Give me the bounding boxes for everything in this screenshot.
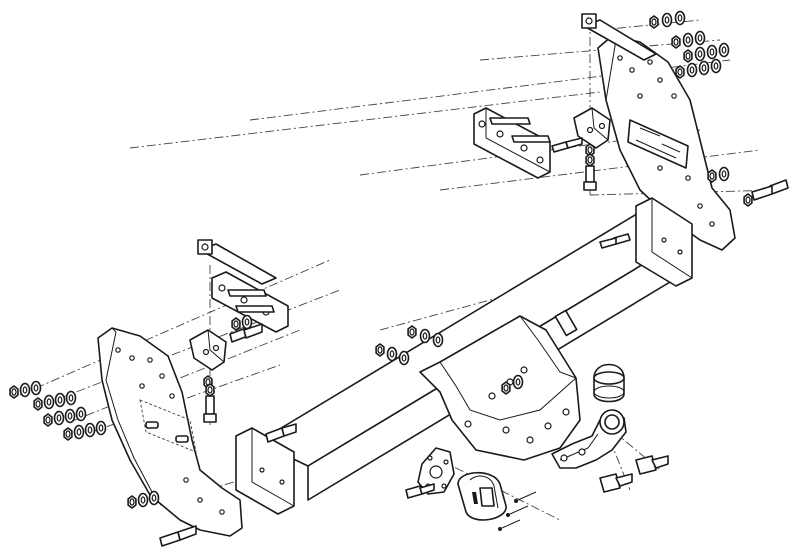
washer	[419, 328, 431, 344]
washer	[686, 62, 698, 78]
bolt	[506, 505, 529, 517]
washer	[432, 332, 444, 348]
washer	[95, 420, 107, 436]
bolt	[405, 483, 435, 499]
nut	[375, 343, 385, 357]
towball-neck	[551, 409, 627, 469]
washer	[148, 490, 160, 506]
right-side-plate	[597, 35, 736, 251]
nut	[231, 317, 241, 331]
left-clamp-bracket	[189, 271, 289, 371]
nuts-and-washers	[9, 10, 753, 509]
washer	[73, 424, 85, 440]
left-tie-strap	[197, 239, 277, 285]
nut	[683, 49, 693, 63]
bolt	[583, 165, 597, 191]
washer	[718, 166, 730, 182]
electric-socket	[457, 472, 507, 521]
right-clamp-bracket	[473, 107, 611, 179]
nut	[675, 65, 685, 79]
washer	[661, 12, 673, 28]
nut	[9, 385, 19, 399]
nut	[33, 397, 43, 411]
washer	[64, 408, 76, 424]
nut	[743, 193, 753, 207]
washer	[84, 422, 96, 438]
bolt	[551, 137, 583, 153]
right-tie-strap	[581, 13, 657, 61]
washer	[398, 350, 410, 366]
bolt	[265, 423, 297, 443]
towball-cap	[593, 363, 625, 403]
washer	[674, 10, 686, 26]
bolt	[599, 233, 631, 249]
washer	[710, 58, 722, 74]
nut	[707, 169, 717, 183]
bolt	[498, 519, 521, 531]
washer	[54, 392, 66, 408]
nut	[501, 381, 511, 395]
washer	[706, 44, 718, 60]
washer	[694, 30, 706, 46]
bolt	[635, 455, 669, 475]
washer	[386, 346, 398, 362]
washer	[718, 42, 730, 58]
bolt	[751, 179, 789, 201]
socket-plate	[417, 447, 455, 495]
bolt	[159, 525, 197, 547]
bolt	[599, 473, 633, 493]
washer	[65, 390, 77, 406]
washer	[53, 410, 65, 426]
bolt	[229, 323, 263, 343]
nut	[43, 413, 53, 427]
nut	[127, 495, 137, 509]
washer	[698, 60, 710, 76]
washer	[682, 32, 694, 48]
bolt	[514, 491, 537, 503]
washer	[75, 406, 87, 422]
center-mounting-bracket	[419, 315, 581, 461]
bolts	[159, 137, 789, 547]
washer	[30, 380, 42, 396]
nut	[649, 15, 659, 29]
left-side-plate	[97, 327, 243, 537]
nut	[585, 153, 595, 167]
washer	[137, 492, 149, 508]
washer	[694, 46, 706, 62]
nut	[671, 35, 681, 49]
washer	[19, 382, 31, 398]
nut	[63, 427, 73, 441]
nut	[205, 383, 215, 397]
bolt	[203, 395, 217, 423]
washer	[241, 314, 253, 330]
washer	[43, 394, 55, 410]
nut	[407, 325, 417, 339]
washer	[512, 374, 524, 390]
